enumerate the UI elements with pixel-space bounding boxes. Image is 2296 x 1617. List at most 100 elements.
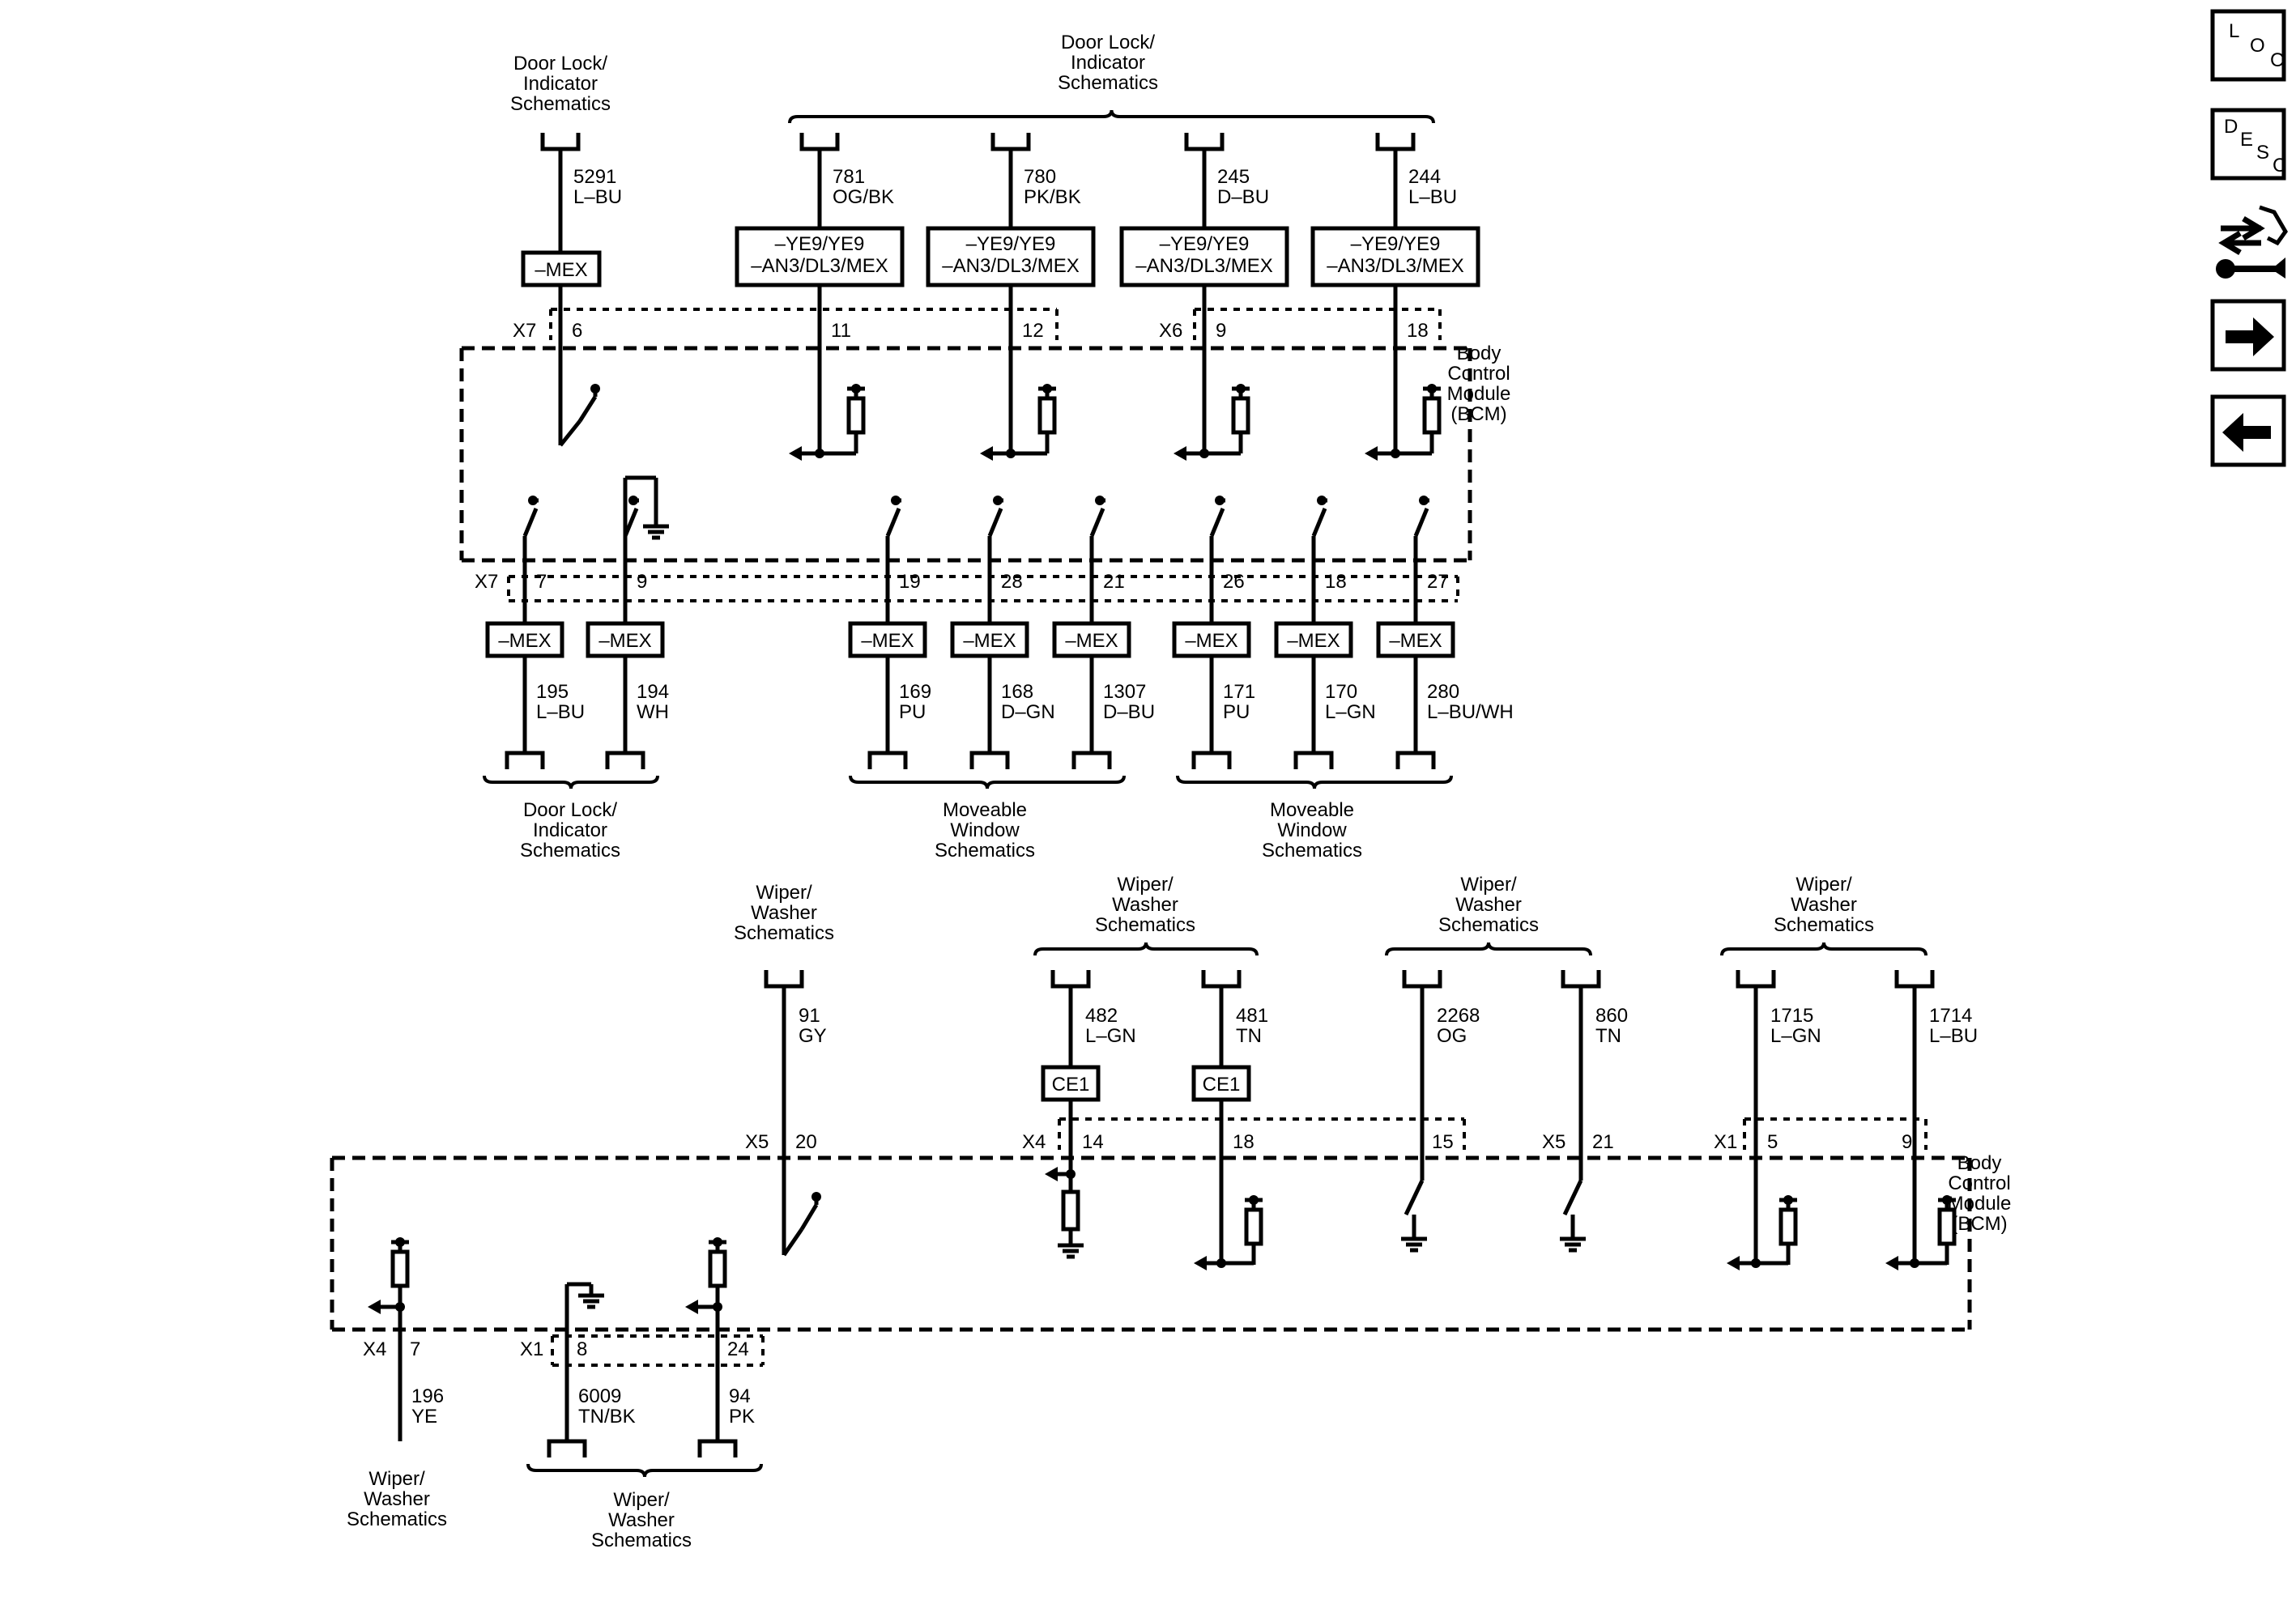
switch-blade (1209, 508, 1225, 537)
desc-letter: S (2256, 142, 2269, 164)
connector-terminal (1071, 751, 1112, 769)
resistor (1422, 396, 1442, 435)
arrow-left-marker (980, 446, 993, 461)
wiper-washer-schematics-ref: Schematics (1438, 914, 1539, 936)
previous-button[interactable] (2210, 394, 2286, 467)
circuit-number: 196 (411, 1385, 444, 1407)
door-lock-schematics-ref: Indicator (533, 819, 607, 841)
moveable-window-schematics-ref: Moveable (1270, 799, 1354, 821)
connector-terminal (540, 133, 581, 151)
connector-id: X5 (1542, 1131, 1565, 1153)
circuit-number: 1715 (1770, 1005, 1813, 1027)
schematic-lines (330, 109, 1972, 1478)
switch-blade (1404, 1179, 1425, 1216)
wiper-washer-schematics-ref: Wiper/ (1460, 874, 1517, 896)
connector-terminal (1201, 970, 1242, 989)
connector-terminal (764, 970, 804, 989)
wiper-washer-schematics-ref: Schematics (734, 922, 834, 944)
circuit-number: 2268 (1437, 1005, 1480, 1027)
group-bracket (1033, 942, 1259, 956)
resistor (1061, 1189, 1080, 1232)
wire-color: WH (637, 701, 669, 723)
pin-number: 14 (1082, 1131, 1104, 1153)
pin-number: 28 (1001, 571, 1023, 593)
option-code: –MEX (1185, 630, 1237, 652)
arrow-left-icon (2222, 413, 2271, 452)
wire-color: L–BU (1408, 186, 1457, 208)
option-code: –MEX (1287, 630, 1340, 652)
loc-button[interactable]: LOC (2210, 9, 2286, 82)
option-code: –MEX (1065, 630, 1118, 652)
connector-id: X7 (475, 571, 498, 593)
connector-id: X1 (1714, 1131, 1737, 1153)
group-bracket (526, 1463, 763, 1478)
circuit-number: 170 (1325, 681, 1357, 703)
option-code: –MEX (1389, 630, 1442, 652)
connector-terminal (1050, 970, 1091, 989)
arrow-left-marker (1365, 446, 1378, 461)
connector-terminal (1184, 133, 1225, 151)
circuit-number: 194 (637, 681, 669, 703)
wiper-washer-schematics-ref: Washer (1791, 894, 1857, 916)
wire-color: D–GN (1001, 701, 1055, 723)
wiper-washer-schematics-ref: Washer (751, 902, 817, 924)
resistor (846, 396, 866, 435)
option-box-ce1 (1191, 1065, 1251, 1102)
circuit-number: 780 (1024, 166, 1056, 188)
pin-number: 6 (572, 320, 582, 342)
switch-blade (1089, 508, 1105, 537)
connector-terminal (697, 1439, 738, 1457)
wiper-washer-schematics-ref: Schematics (1774, 914, 1874, 936)
connector-id: X4 (1022, 1131, 1046, 1153)
desc-letter: C (2273, 155, 2286, 177)
arrow-left-marker (1045, 1167, 1058, 1181)
wire-color: L–BU (573, 186, 622, 208)
wire-color: TN (1236, 1025, 1262, 1047)
option-code: –AN3/DL3/MEX (1327, 255, 1463, 277)
wire-color: PU (899, 701, 926, 723)
door-lock-schematics-ref: Schematics (1058, 72, 1158, 94)
option-box-mex (1376, 621, 1455, 658)
arrow-left-marker (685, 1300, 698, 1314)
bcm-label: Control (1948, 1172, 2010, 1194)
pin-number: 5 (1767, 1131, 1778, 1153)
next-button[interactable] (2210, 299, 2286, 372)
connector-terminal (867, 751, 908, 769)
wrench-head (2216, 259, 2235, 279)
switch-blade (559, 419, 581, 447)
circuit-number: 482 (1085, 1005, 1118, 1027)
moveable-window-schematics-ref: Window (1277, 819, 1347, 841)
pin-number: 18 (1407, 320, 1429, 342)
arrow-left-marker (1885, 1256, 1898, 1270)
option-box-ce1 (1041, 1065, 1101, 1102)
wire-color: TN (1595, 1025, 1621, 1047)
pin-number: 11 (831, 320, 851, 342)
pin-number: 7 (410, 1338, 420, 1360)
loc-letter: C (2270, 49, 2284, 71)
wire-color: PK/BK (1024, 186, 1081, 208)
connector-terminal (1402, 970, 1442, 989)
wire-color: PU (1223, 701, 1250, 723)
option-code: –YE9/YE9 (1160, 233, 1250, 255)
connector-tools-icon[interactable] (2216, 205, 2288, 279)
option-code: –AN3/DL3/MEX (751, 255, 888, 277)
circuit-number: 781 (833, 166, 865, 188)
bcm-label: Module (1948, 1193, 2012, 1215)
circuit-number: 1714 (1929, 1005, 1972, 1027)
circuit-number: 481 (1236, 1005, 1268, 1027)
wire-color: L–BU/WH (1427, 701, 1514, 723)
option-code: –AN3/DL3/MEX (1135, 255, 1272, 277)
wire-color: L–GN (1325, 701, 1376, 723)
pin-number: 26 (1223, 571, 1245, 593)
arrow-right-icon (2226, 317, 2274, 356)
wiper-washer-schematics-ref: Washer (1455, 894, 1522, 916)
wire-color: L–BU (1929, 1025, 1978, 1047)
option-code: –MEX (598, 630, 651, 652)
group-bracket (483, 775, 659, 789)
pin-number: 15 (1432, 1131, 1454, 1153)
connector-id: X1 (520, 1338, 543, 1360)
circuit-number: 1307 (1103, 681, 1146, 703)
option-code: –YE9/YE9 (775, 233, 865, 255)
arrow-left-marker (1727, 1256, 1740, 1270)
